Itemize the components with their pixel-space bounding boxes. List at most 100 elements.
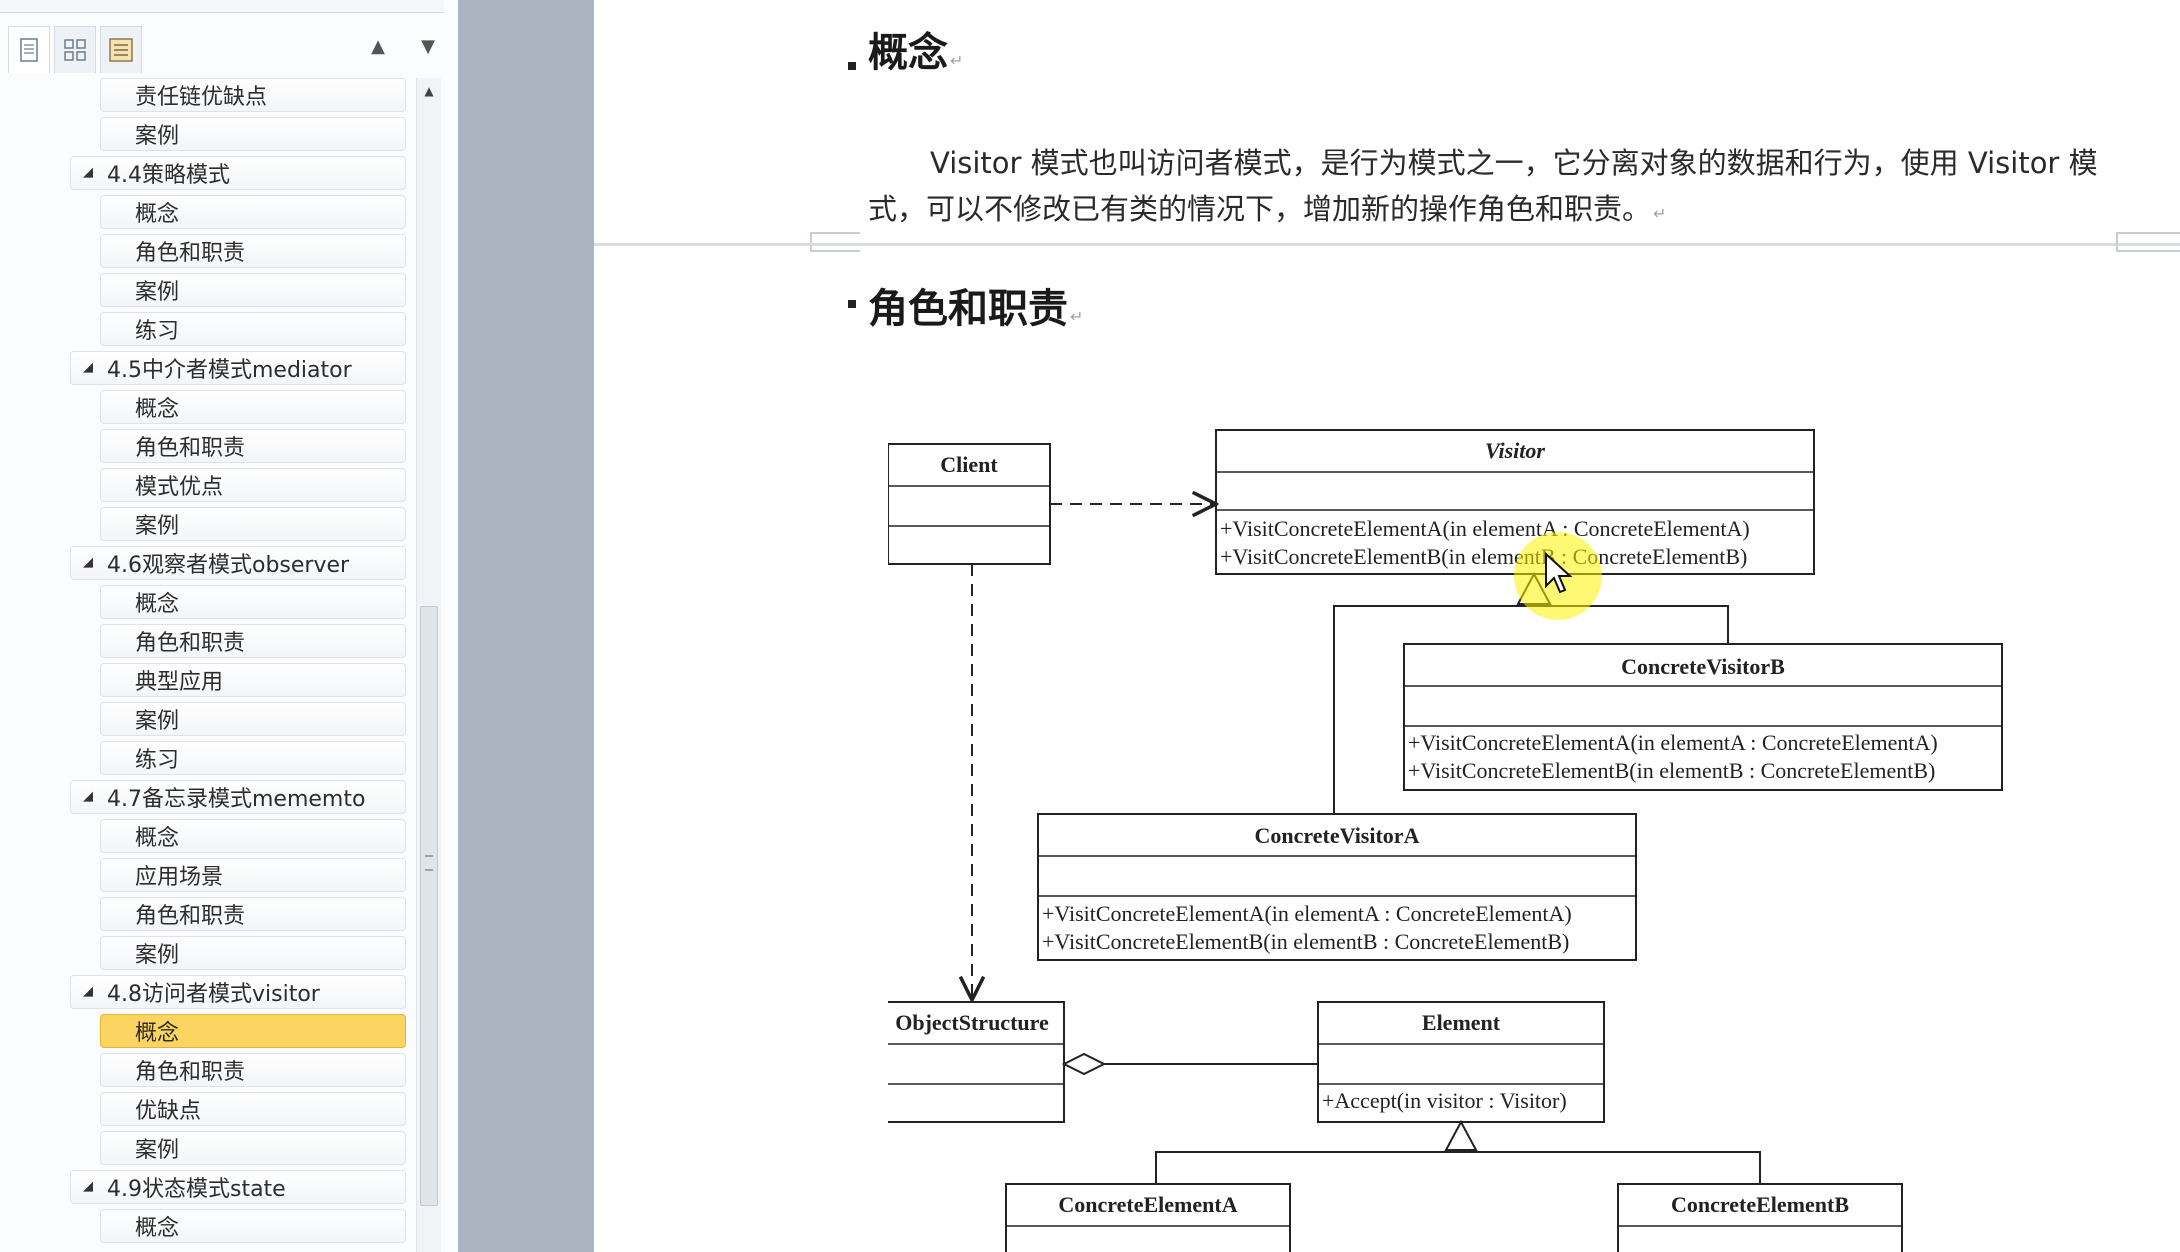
outline-heading-item[interactable]: ◢ 4.7备忘录模式mememto — [70, 780, 406, 814]
outline-item-label: 4.4策略模式 — [107, 163, 230, 188]
object-structure-class: ObjectStructure — [888, 1001, 1065, 1123]
outline-item-label: 概念 — [135, 592, 180, 617]
outline-heading-item[interactable]: ◢ 4.8访问者模式visitor — [70, 975, 406, 1009]
outline-item-label: 4.9状态模式state — [107, 1177, 286, 1202]
outline-item-label: 角色和职责 — [135, 1060, 246, 1085]
outline-subheading-item[interactable]: 角色和职责 — [100, 1053, 406, 1087]
outline-subheading-item[interactable]: 责任链优缺点 — [100, 78, 406, 112]
outline-subheading-item[interactable]: 模式优点 — [100, 468, 406, 502]
outline-subheading-item[interactable]: 角色和职责 — [100, 624, 406, 658]
outline-item-label: 案例 — [135, 124, 180, 149]
outline-item-label: 角色和职责 — [135, 904, 246, 929]
nav-search-bar[interactable] — [0, 0, 444, 13]
thumbnail-grid-icon[interactable] — [54, 26, 96, 73]
outline-item-label: 责任链优缺点 — [135, 85, 268, 110]
outline-subheading-item[interactable]: 案例 — [100, 507, 406, 541]
outline-subheading-item[interactable]: 概念 — [100, 819, 406, 853]
outline-subheading-item[interactable]: 概念 — [100, 1014, 406, 1048]
outline-item-label: 案例 — [135, 1138, 180, 1163]
page-view-icon[interactable] — [8, 26, 50, 73]
concrete-element-a-class: ConcreteElementA — [1005, 1183, 1291, 1252]
outline-view-icon[interactable] — [100, 26, 142, 73]
outline-item-label: 练习 — [135, 319, 180, 344]
collapse-toggle-icon[interactable]: ◢ — [83, 984, 93, 999]
nav-view-tabs — [8, 26, 146, 76]
outline-item-label: 案例 — [135, 514, 180, 539]
collapse-toggle-icon[interactable]: ◢ — [83, 555, 93, 570]
outline-heading-item[interactable]: ◢ 4.9状态模式state — [70, 1170, 406, 1204]
outline-heading-item[interactable]: ◢ 4.6观察者模式observer — [70, 546, 406, 580]
element-generalization — [1155, 1119, 1761, 1184]
outline-item-label: 案例 — [135, 280, 180, 305]
outline-subheading-item[interactable]: 角色和职责 — [100, 897, 406, 931]
scroll-up-icon[interactable]: ▲ — [424, 84, 434, 98]
outline-item-label: 优缺点 — [135, 1099, 202, 1124]
element-class-name: Element — [1422, 1010, 1501, 1035]
margin-corner-right — [2116, 232, 2180, 252]
previous-heading-icon[interactable]: ▲ — [371, 35, 385, 57]
outline-subheading-item[interactable]: 概念 — [100, 1209, 406, 1243]
aggregation-link — [1061, 1052, 1318, 1076]
heading-outline-list: 责任链优缺点案例◢4.4策略模式概念角色和职责案例练习◢4.5中介者模式medi… — [68, 78, 408, 1252]
collapse-toggle-icon[interactable]: ◢ — [83, 789, 93, 804]
heading-roles: 角色和职责↵ — [868, 286, 1084, 332]
outline-subheading-item[interactable]: 案例 — [100, 117, 406, 151]
outline-item-label: 练习 — [135, 748, 180, 773]
page-gutter — [458, 0, 594, 1252]
outline-heading-item[interactable]: ◢ 4.4策略模式 — [70, 156, 406, 190]
outline-heading-item[interactable]: ◢ 4.5中介者模式mediator — [70, 351, 406, 385]
outline-item-label: 概念 — [135, 1216, 180, 1241]
outline-item-label: 应用场景 — [135, 865, 224, 890]
concrete-element-b-class: ConcreteElementB — [1617, 1183, 1903, 1252]
outline-subheading-item[interactable]: 概念 — [100, 195, 406, 229]
outline-subheading-item[interactable]: 案例 — [100, 1131, 406, 1165]
outline-subheading-item[interactable]: 案例 — [100, 702, 406, 736]
outline-item-label: 角色和职责 — [135, 631, 246, 656]
client-class: Client — [888, 443, 1051, 565]
outline-item-label: 案例 — [135, 943, 180, 968]
outline-item-label: 概念 — [135, 1021, 180, 1046]
collapse-toggle-icon[interactable]: ◢ — [83, 360, 93, 375]
outline-subheading-item[interactable]: 概念 — [100, 390, 406, 424]
document-page: 概念↵ Visitor 模式也叫访问者模式，是行为模式之一，它分离对象的数据和行… — [594, 0, 2180, 1252]
heading-bullet — [848, 300, 856, 308]
concept-paragraph[interactable]: Visitor 模式也叫访问者模式，是行为模式之一，它分离对象的数据和行为，使用… — [868, 146, 2098, 226]
element-class: Element +Accept(in visitor : Visitor) — [1317, 1001, 1605, 1123]
client-class-name: Client — [940, 452, 998, 477]
outline-item-label: 概念 — [135, 826, 180, 851]
concrete-element-a-name: ConcreteElementA — [1058, 1192, 1237, 1217]
outline-item-label: 4.7备忘录模式mememto — [107, 787, 366, 812]
outline-subheading-item[interactable]: 概念 — [100, 585, 406, 619]
outline-subheading-item[interactable]: 练习 — [100, 312, 406, 346]
collapse-toggle-icon[interactable]: ◢ — [83, 1179, 93, 1194]
concrete-visitor-a-class: ConcreteVisitorA +VisitConcreteElementA(… — [1037, 813, 1637, 961]
concrete-visitor-a-op-b: +VisitConcreteElementB(in elementB : Con… — [1042, 929, 1569, 954]
visitor-uml-diagram: Client Visitor +VisitConcreteElementA(in… — [888, 429, 2003, 1252]
page-break — [594, 243, 2180, 246]
outline-item-label: 4.8访问者模式visitor — [107, 982, 320, 1007]
outline-subheading-item[interactable]: 典型应用 — [100, 663, 406, 697]
outline-item-label: 4.5中介者模式mediator — [107, 358, 352, 383]
outline-subheading-item[interactable]: 应用场景 — [100, 858, 406, 892]
visitor-op-b: +VisitConcreteElementB(in elementB : Con… — [1220, 544, 1747, 569]
outline-subheading-item[interactable]: 优缺点 — [100, 1092, 406, 1126]
mouse-pointer-icon — [1545, 551, 1573, 594]
outline-subheading-item[interactable]: 练习 — [100, 741, 406, 775]
outline-subheading-item[interactable]: 案例 — [100, 936, 406, 970]
outline-subheading-item[interactable]: 案例 — [100, 273, 406, 307]
visitor-op-a: +VisitConcreteElementA(in elementA : Con… — [1220, 516, 1750, 541]
outline-subheading-item[interactable]: 角色和职责 — [100, 429, 406, 463]
outline-subheading-item[interactable]: 角色和职责 — [100, 234, 406, 268]
next-heading-icon[interactable]: ▼ — [421, 35, 435, 57]
outline-item-label: 概念 — [135, 202, 180, 227]
concrete-visitor-a-name: ConcreteVisitorA — [1255, 823, 1420, 848]
scrollbar-thumb[interactable] — [420, 606, 438, 1206]
cursor-highlight — [1514, 532, 1602, 620]
collapse-toggle-icon[interactable]: ◢ — [83, 165, 93, 180]
concrete-visitor-a-op-a: +VisitConcreteElementA(in elementA : Con… — [1042, 901, 1572, 926]
nav-scrollbar[interactable]: ▲ — [416, 78, 441, 1252]
visitor-class: Visitor +VisitConcreteElementA(in elemen… — [1215, 429, 1815, 575]
outline-item-label: 4.6观察者模式observer — [107, 553, 350, 578]
outline-item-label: 典型应用 — [135, 670, 224, 695]
concrete-visitor-b-op-b: +VisitConcreteElementB(in elementB : Con… — [1408, 758, 1935, 783]
